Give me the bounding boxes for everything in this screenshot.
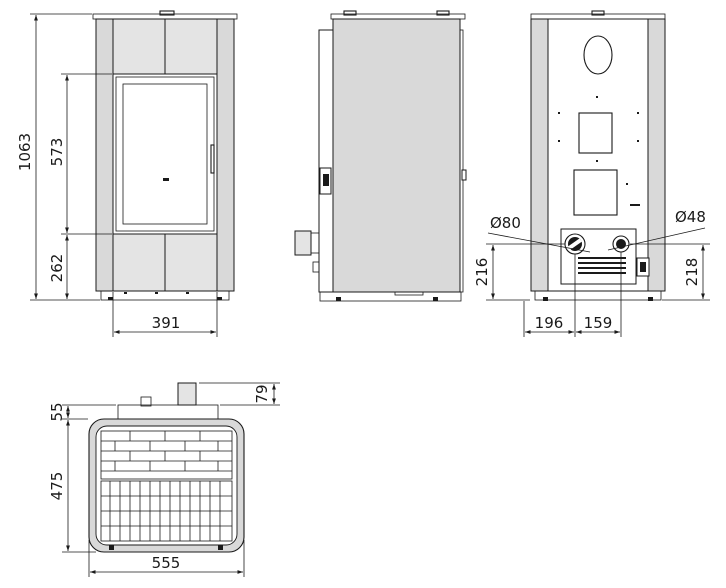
top-grille-bars xyxy=(101,481,232,541)
side-foot-front xyxy=(336,297,341,301)
base-vent-3 xyxy=(186,292,189,294)
back-screw-1 xyxy=(558,112,560,114)
back-vent-slot-3 xyxy=(578,267,626,269)
back-left-side-panel xyxy=(530,18,549,292)
label-top-width: 555 xyxy=(152,554,181,572)
door-logo xyxy=(163,178,169,181)
side-rear-knob xyxy=(461,169,467,181)
top-rear-strip xyxy=(117,404,219,420)
back-right-side-panel xyxy=(647,18,666,292)
top-plate-area xyxy=(100,430,233,480)
side-base-slot xyxy=(394,291,424,296)
front-top-cap xyxy=(159,10,175,16)
side-air-inlet-pipe xyxy=(294,230,312,256)
back-screw-6 xyxy=(596,160,598,162)
label-flue-diameter: Ø80 xyxy=(490,214,521,232)
front-lower-left-tile xyxy=(112,233,166,292)
back-foot-left xyxy=(543,297,548,301)
door-handle xyxy=(210,144,215,174)
back-upper-access-plate xyxy=(578,112,613,154)
front-door xyxy=(112,73,218,235)
side-base xyxy=(319,291,462,302)
back-vent-slot-1 xyxy=(578,257,626,259)
front-upper-right-tile xyxy=(164,18,218,75)
back-vent-slot-4 xyxy=(578,272,626,274)
base-vent-2 xyxy=(155,292,158,294)
side-air-inlet-flange xyxy=(310,232,320,254)
back-top-cap xyxy=(591,10,605,16)
label-flue-inlet-spacing: 159 xyxy=(584,314,613,332)
top-foot-left xyxy=(109,545,114,550)
top-dimensions: 79 55 475 555 xyxy=(48,382,280,577)
label-flue-offset: 196 xyxy=(535,314,564,332)
side-front-edge xyxy=(318,29,334,293)
label-front-width: 391 xyxy=(152,314,181,332)
flue-outlet-damper xyxy=(568,238,582,250)
top-plate-pattern xyxy=(100,430,233,480)
side-control-switch xyxy=(323,174,329,186)
label-total-height: 1063 xyxy=(16,133,34,171)
label-base-height: 262 xyxy=(48,254,66,283)
back-base xyxy=(534,290,662,301)
leader-inlet xyxy=(607,227,706,251)
front-lower-right-tile xyxy=(164,233,218,292)
front-foot-left xyxy=(108,297,113,300)
top-view xyxy=(88,382,245,553)
base-vent-1 xyxy=(124,292,127,294)
back-screw-3 xyxy=(637,112,639,114)
label-inlet-height: 218 xyxy=(683,258,701,287)
label-collar-height: 79 xyxy=(253,384,271,403)
front-view xyxy=(92,10,238,301)
back-lower-access-plate xyxy=(573,169,618,216)
front-right-side-panel xyxy=(216,18,235,292)
back-dimensions: Ø80 Ø48 216 218 196 159 xyxy=(473,208,710,337)
back-flue-knockout xyxy=(583,35,613,75)
back-screw-2 xyxy=(558,140,560,142)
front-foot-right xyxy=(217,297,222,300)
front-door-glass xyxy=(122,83,208,225)
side-top-cap-left xyxy=(343,10,357,16)
side-rear-fitting xyxy=(312,261,320,273)
top-air-inlet-collar xyxy=(140,396,152,407)
label-glass-height: 573 xyxy=(48,138,66,167)
side-foot-rear xyxy=(433,297,438,301)
back-vent-slot-2 xyxy=(578,262,626,264)
label-inlet-diameter: Ø48 xyxy=(675,208,706,226)
back-screw-4 xyxy=(637,140,639,142)
label-depth: 475 xyxy=(48,472,66,501)
front-dimensions: 1063 573 262 391 xyxy=(16,13,218,337)
top-flue-collar xyxy=(177,382,197,406)
top-inner-body xyxy=(95,425,238,546)
back-screw-5 xyxy=(596,96,598,98)
front-upper-left-tile xyxy=(112,18,166,75)
front-left-side-panel xyxy=(95,18,114,292)
back-label-marker xyxy=(630,204,640,206)
back-screw-7 xyxy=(626,183,628,185)
side-rear-edge xyxy=(459,29,464,293)
side-top-cap-right xyxy=(436,10,450,16)
power-socket-switch xyxy=(640,262,646,272)
label-flue-height: 216 xyxy=(473,258,491,287)
label-rear-offset: 55 xyxy=(48,402,66,421)
back-view xyxy=(530,10,666,301)
side-panel xyxy=(332,18,461,293)
top-foot-right xyxy=(218,545,223,550)
side-view xyxy=(294,10,467,302)
front-base xyxy=(100,290,230,301)
leader-flue xyxy=(487,232,591,253)
back-foot-right xyxy=(648,297,653,301)
